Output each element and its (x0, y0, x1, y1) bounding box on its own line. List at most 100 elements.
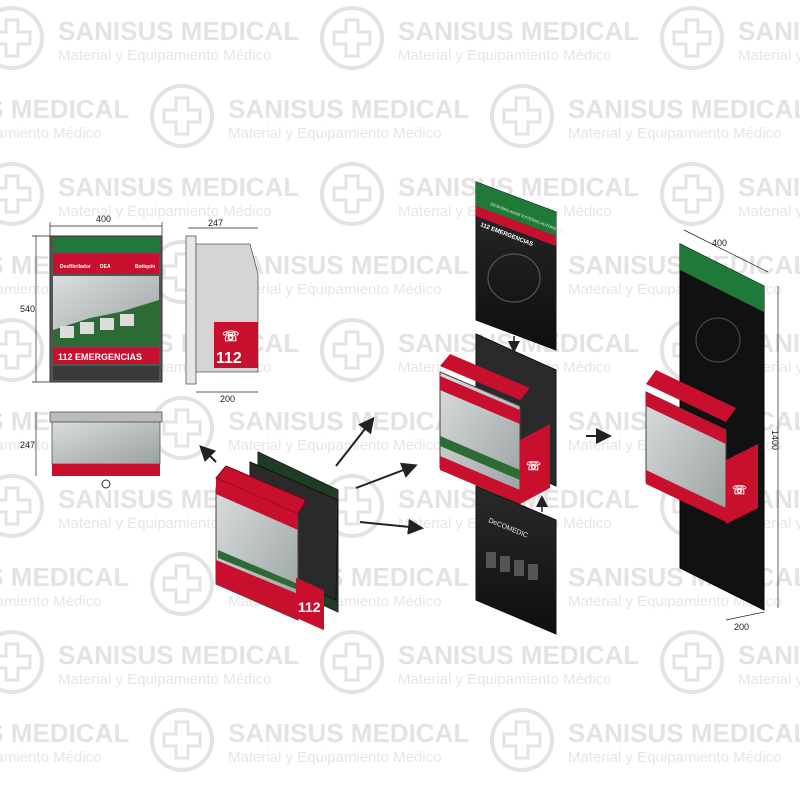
watermark-brand: SANISUS MEDICAL (228, 406, 469, 436)
exploded-top-panel: DESFIBRILADOR EXTERNO AUTOMÁTICO 112 EME… (475, 181, 566, 351)
cross-logo-icon (150, 552, 214, 616)
svg-text:☏: ☏ (526, 459, 541, 473)
watermark-tagline: Material y Equipamiento Médico (0, 125, 101, 142)
cross-logo-icon (0, 630, 44, 694)
cross-logo-icon (490, 84, 554, 148)
cross-logo-icon (660, 6, 724, 70)
cross-logo-icon (0, 474, 44, 538)
watermark-tagline: Material y Equipamiento Médico (568, 125, 781, 142)
exploded-bottom-panel: DeCOMEDIC (475, 485, 557, 635)
assembled-depth-label: 200 (734, 622, 749, 632)
watermark-brand: SANISUS MEDICAL (398, 172, 639, 202)
watermark-brand: SANISUS MEDICAL (228, 250, 469, 280)
front-header-right: Botiquín (135, 264, 155, 270)
arrows (199, 336, 612, 535)
front-emergency-band (53, 348, 159, 364)
cross-logo-icon (490, 708, 554, 772)
watermark-tagline: Material y Equipamiento Médico (0, 749, 101, 766)
front-header-left: Desfibrilador (60, 264, 91, 270)
cross-logo-icon (0, 162, 44, 226)
watermark-brand: SANISUS MEDICAL (738, 640, 800, 670)
cross-logo-icon (150, 84, 214, 148)
iso-emergency-band (216, 560, 298, 620)
watermark-tagline: Material y Equipamiento Médico (228, 437, 441, 454)
watermark-brand: SANISUS MEDICAL (58, 640, 299, 670)
iso-phone-label: 112 (298, 599, 321, 615)
top-view-depth-label: 247 (20, 440, 35, 450)
cross-logo-icon (320, 6, 384, 70)
watermark-brand: SANISUS MEDICAL (0, 94, 129, 124)
watermark-brand: SANISUS MEDICAL (0, 718, 129, 748)
watermark-tagline: Material y Equipamiento Médico (58, 203, 271, 220)
arrow-to-cabinet (355, 462, 418, 489)
watermark-tagline: Material y Equipamiento Médico (568, 749, 781, 766)
side-depth-bottom-label: 200 (220, 394, 235, 404)
iso-cabinet: 112 (215, 451, 339, 631)
cross-logo-icon (150, 708, 214, 772)
watermark-brand: SANISUS MEDICAL (58, 172, 299, 202)
watermark-tagline: Material y Equipamiento Médico (228, 281, 441, 298)
arrow-to-bottom-panel (359, 518, 424, 535)
side-view-cabinet: ☏ 112 247 200 (185, 218, 259, 404)
watermark-tagline: Material y Equipamiento Médico (398, 671, 611, 688)
watermark-tagline: Material y Equipamiento Médico (738, 671, 800, 688)
watermark-tagline: Material y Equipamiento Médico (568, 593, 781, 610)
watermark-brand: SANISUS MEDICAL (568, 718, 800, 748)
cross-logo-icon (320, 318, 384, 382)
svg-text:☏: ☏ (732, 483, 747, 497)
front-header-mid: DEA (100, 264, 111, 270)
assembled-unit: ☏ 400 1400 200 (645, 229, 780, 632)
watermark-tagline: Material y Equipamiento Médico (228, 125, 441, 142)
watermark-brand: SANISUS MEDICAL (568, 94, 800, 124)
assembled-width-label: 400 (712, 238, 727, 248)
side-phone-panel (214, 322, 258, 368)
cross-logo-icon (660, 162, 724, 226)
front-height-label: 540 (20, 304, 35, 314)
watermark-tagline: Material y Equipamiento Médico (738, 47, 800, 64)
cross-logo-icon (0, 318, 44, 382)
watermark-tagline: Material y Equipamiento Médico (398, 47, 611, 64)
watermark-brand: SANISUS MEDICAL (398, 640, 639, 670)
top-view-cabinet: 247 (20, 411, 163, 489)
front-header-band (53, 254, 159, 274)
watermark-brand: SANISUS MEDICAL (738, 172, 800, 202)
arrow-to-views (199, 445, 217, 463)
watermark-tagline: Material y Equipamiento Médico (58, 671, 271, 688)
svg-text:☏: ☏ (222, 328, 240, 344)
cross-logo-icon (0, 6, 44, 70)
front-width-label: 400 (96, 214, 111, 224)
watermark-tagline: Material y Equipamiento Médico (58, 47, 271, 64)
cross-logo-icon (660, 630, 724, 694)
exploded-cabinet: ☏ (439, 333, 557, 505)
front-emergency-label: 112 EMERGENCIAS (58, 352, 142, 362)
watermark-brand: SANISUS MEDICAL (228, 94, 469, 124)
cross-logo-icon (320, 162, 384, 226)
watermark-brand: SANISUS MEDICAL (738, 16, 800, 46)
watermark-brand: SANISUS MEDICAL (228, 718, 469, 748)
watermark-tagline: Material y Equipamiento Médico (738, 203, 800, 220)
cross-logo-icon (320, 630, 384, 694)
side-phone-label: 112 (216, 350, 242, 367)
side-depth-top-label: 247 (208, 218, 223, 228)
watermark-brand: SANISUS MEDICAL (398, 16, 639, 46)
watermark-tagline: Material y Equipamiento Médico (228, 749, 441, 766)
front-view-cabinet: Desfibrilador DEA Botiquín 112 EMERGENCI… (20, 214, 163, 383)
